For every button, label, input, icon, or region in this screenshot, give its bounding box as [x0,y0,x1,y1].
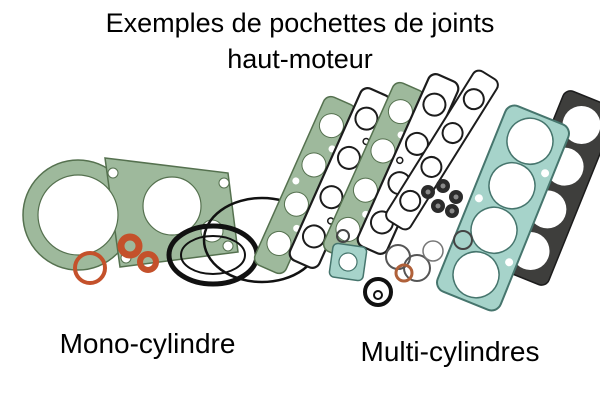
title-line-2: haut-moteur [227,43,373,74]
multi-head-gasket-outline [385,69,499,231]
multi-cylinder-gasket-set [253,69,600,312]
multi-head-gasket-green [253,95,357,275]
oring-icon [73,251,107,285]
multi-teal-head-gasket [436,104,570,312]
black-seal-ring [363,277,393,307]
title-line-1: Exemples de pochettes de joints [105,8,495,38]
page-title: Exemples de pochettes de joints haut-mot… [0,6,600,77]
caption-multi-cylindres: Multi-cylindres [360,336,540,367]
small-teal-gasket [328,242,368,282]
mono-cylinder-gasket-set [22,157,322,287]
small-rings [336,229,473,283]
oring-icon [394,263,414,283]
oring-icons [73,233,159,285]
oring-icon [117,233,143,259]
caption-mono-cylindre: Mono-cylindre [59,328,236,359]
oring-icon [137,251,159,273]
valve-seal-grommets [421,179,463,218]
